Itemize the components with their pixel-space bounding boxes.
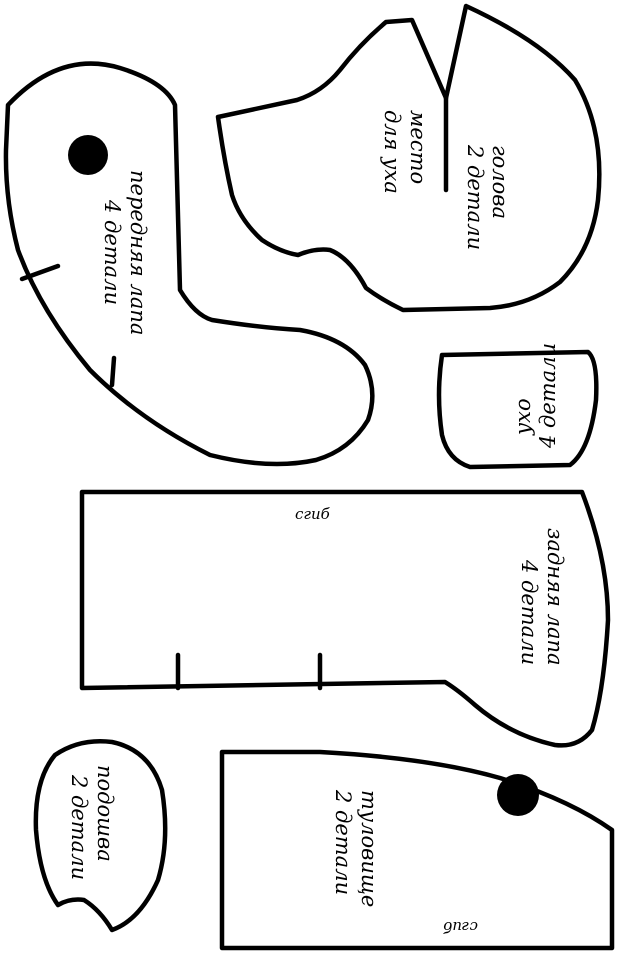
front-paw-notch-upper [19, 263, 61, 282]
body-piece: туловище 2 детали сгиб [219, 749, 615, 951]
body-marker-dot [497, 774, 539, 816]
eye-dot [68, 135, 108, 175]
back-paw-label: задняя лапа [543, 528, 567, 666]
sole-label: подошва [93, 765, 117, 862]
ear-count: 4 детали [536, 343, 560, 449]
sole-piece: подошва 2 детали [33, 739, 168, 933]
head-count: 2 детали [463, 144, 487, 250]
body-fold: сгиб [442, 918, 478, 936]
sole-count: 2 детали [67, 774, 91, 880]
back-paw-count: 4 детали [517, 559, 541, 665]
ear-outline [436, 349, 599, 470]
ear-piece: ухо 4 детали [436, 343, 599, 470]
head-piece: голова 2 детали место для уха [215, 3, 602, 313]
head-label: голова [488, 145, 512, 219]
ear-place-label-2: для уха [380, 110, 404, 194]
body-outline [219, 749, 615, 951]
back-paw-fold: сгиб [295, 505, 331, 523]
back-paw-piece: сгиб задняя лапа 4 детали [79, 489, 611, 748]
front-paw-label: передняя лапа [126, 170, 150, 335]
body-count: 2 детали [331, 789, 355, 895]
ear-label: ухо [511, 398, 535, 436]
front-paw-count: 4 детали [100, 199, 124, 305]
back-paw-outline [79, 489, 611, 748]
front-paw-notch-lower [109, 355, 117, 388]
head-outline [215, 3, 602, 313]
ear-place-label-1: место [406, 110, 430, 184]
front-paw-piece: передняя лапа 4 детали [3, 61, 375, 467]
sole-outline [33, 739, 168, 933]
body-label: туловище [357, 790, 381, 907]
